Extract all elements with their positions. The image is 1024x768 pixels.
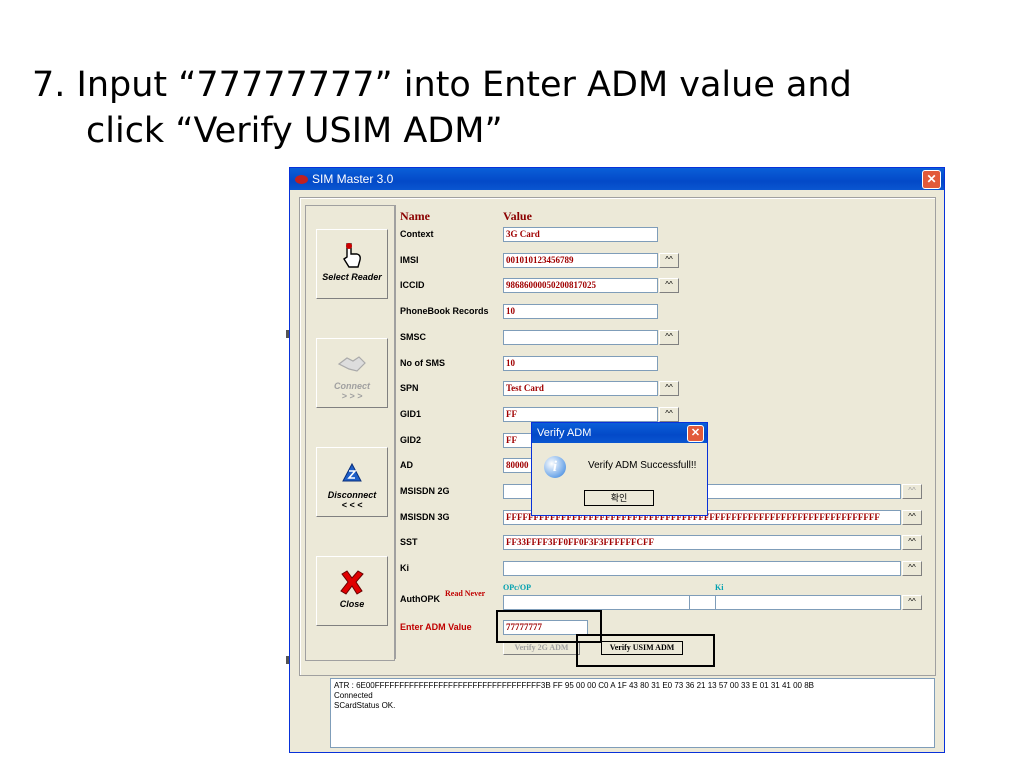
hand-pointer-icon bbox=[317, 238, 387, 272]
field-label: SPN bbox=[400, 383, 419, 393]
field-value-input[interactable]: 001010123456789 bbox=[503, 253, 658, 268]
dialog-close-button[interactable]: ✕ bbox=[687, 424, 704, 442]
authopk-expand-button[interactable]: ^^ bbox=[902, 595, 922, 610]
field-label: GID2 bbox=[400, 435, 422, 445]
slide-title-line2: click “Verify USIM ADM” bbox=[86, 111, 503, 151]
field-value-input[interactable]: 98686000050200817025 bbox=[503, 278, 658, 293]
window-titlebar[interactable]: SIM Master 3.0 ✕ bbox=[290, 168, 944, 190]
header-value: Value bbox=[503, 209, 532, 223]
field-expand-button[interactable]: ^^ bbox=[659, 407, 679, 422]
opc-field[interactable] bbox=[503, 595, 690, 610]
window-title: SIM Master 3.0 bbox=[312, 172, 394, 186]
field-label: MSISDN 3G bbox=[400, 512, 450, 522]
slide-title-line1: 7. Input “77777777” into Enter ADM value… bbox=[32, 65, 852, 105]
field-label: SMSC bbox=[400, 332, 427, 342]
field-expand-button[interactable]: ^^ bbox=[902, 561, 922, 576]
field-expand-button[interactable]: ^^ bbox=[659, 253, 679, 268]
slide-marker bbox=[286, 330, 289, 338]
field-value-input[interactable] bbox=[503, 330, 658, 345]
field-label: Ki bbox=[400, 563, 409, 573]
field-value-input[interactable]: FF33FFFF3FF0FF0F3F3FFFFFFCFF bbox=[503, 535, 901, 550]
slide-title: 7. Input “77777777” into Enter ADM value… bbox=[32, 62, 852, 154]
adm-input-highlight bbox=[496, 610, 602, 643]
field-expand-button[interactable]: ^^ bbox=[902, 535, 922, 550]
read-never-label: Read Never bbox=[445, 589, 486, 598]
main-frame bbox=[299, 197, 936, 676]
field-label: MSISDN 2G bbox=[400, 486, 450, 496]
action-panel bbox=[305, 205, 395, 661]
authopk-mid-field[interactable] bbox=[689, 595, 716, 610]
log-line: SCardStatus OK. bbox=[334, 701, 396, 710]
field-label: PhoneBook Records bbox=[400, 306, 489, 316]
adm-label: Enter ADM Value bbox=[400, 622, 472, 632]
field-label: Context bbox=[400, 229, 434, 239]
field-label: AD bbox=[400, 460, 413, 470]
handshake-icon bbox=[317, 347, 387, 381]
window-close-button[interactable]: ✕ bbox=[922, 169, 941, 189]
app-icon bbox=[295, 174, 308, 184]
dialog-title: Verify ADM bbox=[537, 427, 592, 439]
field-expand-button[interactable]: ^^ bbox=[902, 484, 922, 499]
authopk-ki-field[interactable] bbox=[715, 595, 901, 610]
verify-usim-highlight bbox=[576, 634, 715, 667]
field-label: SST bbox=[400, 537, 418, 547]
field-value-input[interactable]: 10 bbox=[503, 304, 658, 319]
connect-label: Connect bbox=[334, 381, 370, 391]
red-x-icon bbox=[317, 565, 387, 599]
log-output[interactable]: ATR : 6E00FFFFFFFFFFFFFFFFFFFFFFFFFFFFFF… bbox=[330, 678, 935, 748]
field-value-input[interactable]: FF bbox=[503, 407, 658, 422]
adm-value-input[interactable]: 77777777 bbox=[503, 620, 588, 635]
connect-arrows: > > > bbox=[341, 391, 363, 401]
field-label: IMSI bbox=[400, 255, 419, 265]
verify-2g-adm-button[interactable]: Verify 2G ADM bbox=[503, 641, 580, 655]
slide-marker bbox=[286, 656, 289, 664]
disconnect-label: Disconnect bbox=[327, 490, 377, 500]
info-icon: i bbox=[544, 456, 566, 478]
ki-column-label: Ki bbox=[715, 583, 724, 592]
log-line: Connected bbox=[334, 691, 373, 700]
connect-button[interactable]: Connect > > > bbox=[316, 338, 388, 408]
select-reader-button[interactable]: Select Reader bbox=[316, 229, 388, 299]
dialog-ok-button[interactable]: 확인 bbox=[584, 490, 654, 506]
close-app-button[interactable]: Close bbox=[316, 556, 388, 626]
verify-adm-dialog: Verify ADM ✕ i Verify ADM Successfull!! … bbox=[531, 422, 708, 516]
disconnect-icon bbox=[317, 456, 387, 490]
field-label: No of SMS bbox=[400, 358, 445, 368]
opc-label: OPc/OP bbox=[503, 583, 531, 592]
disconnect-arrows: < < < bbox=[341, 500, 363, 510]
authopk-label: AuthOPK bbox=[400, 594, 440, 604]
field-expand-button[interactable]: ^^ bbox=[659, 381, 679, 396]
field-value-input[interactable]: Test Card bbox=[503, 381, 658, 396]
field-expand-button[interactable]: ^^ bbox=[659, 330, 679, 345]
field-expand-button[interactable]: ^^ bbox=[902, 510, 922, 525]
dialog-titlebar[interactable]: Verify ADM ✕ bbox=[532, 423, 707, 443]
select-reader-label: Select Reader bbox=[322, 272, 382, 282]
field-grid bbox=[395, 205, 929, 659]
verify-usim-adm-button[interactable]: Verify USIM ADM bbox=[601, 641, 683, 655]
field-value-input[interactable]: 10 bbox=[503, 356, 658, 371]
field-label: GID1 bbox=[400, 409, 422, 419]
field-value-input[interactable] bbox=[503, 561, 901, 576]
log-line: ATR : 6E00FFFFFFFFFFFFFFFFFFFFFFFFFFFFFF… bbox=[334, 681, 815, 690]
dialog-message: Verify ADM Successfull!! bbox=[588, 460, 697, 471]
disconnect-button[interactable]: Disconnect < < < bbox=[316, 447, 388, 517]
field-label: ICCID bbox=[400, 280, 425, 290]
close-app-label: Close bbox=[339, 599, 365, 609]
field-expand-button[interactable]: ^^ bbox=[659, 278, 679, 293]
header-name: Name bbox=[400, 209, 430, 223]
field-value-input[interactable]: 3G Card bbox=[503, 227, 658, 242]
